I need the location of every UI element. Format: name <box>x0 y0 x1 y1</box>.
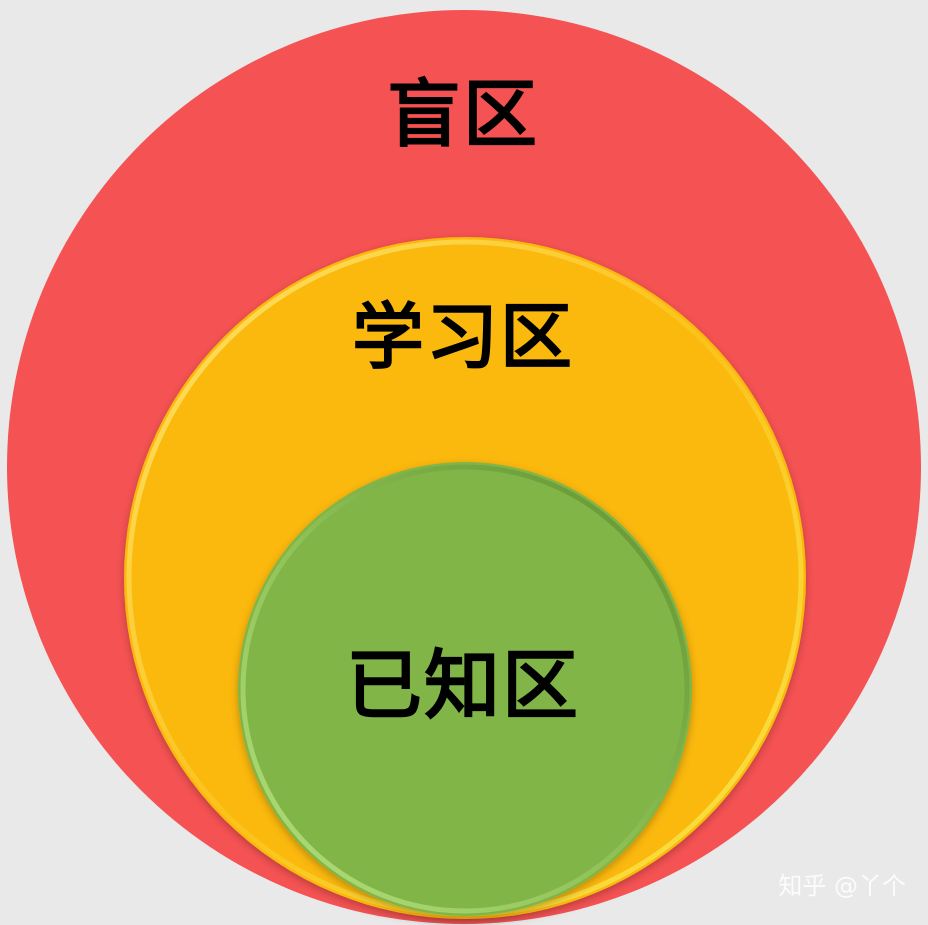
known-zone-rim <box>240 464 690 914</box>
known-zone-circle <box>238 462 692 916</box>
learning-zone-label: 学习区 <box>351 295 575 379</box>
known-zone-label: 已知区 <box>346 641 580 730</box>
blind-zone-label: 盲区 <box>387 72 539 158</box>
watermark: 知乎 @丫个 <box>778 872 906 900</box>
